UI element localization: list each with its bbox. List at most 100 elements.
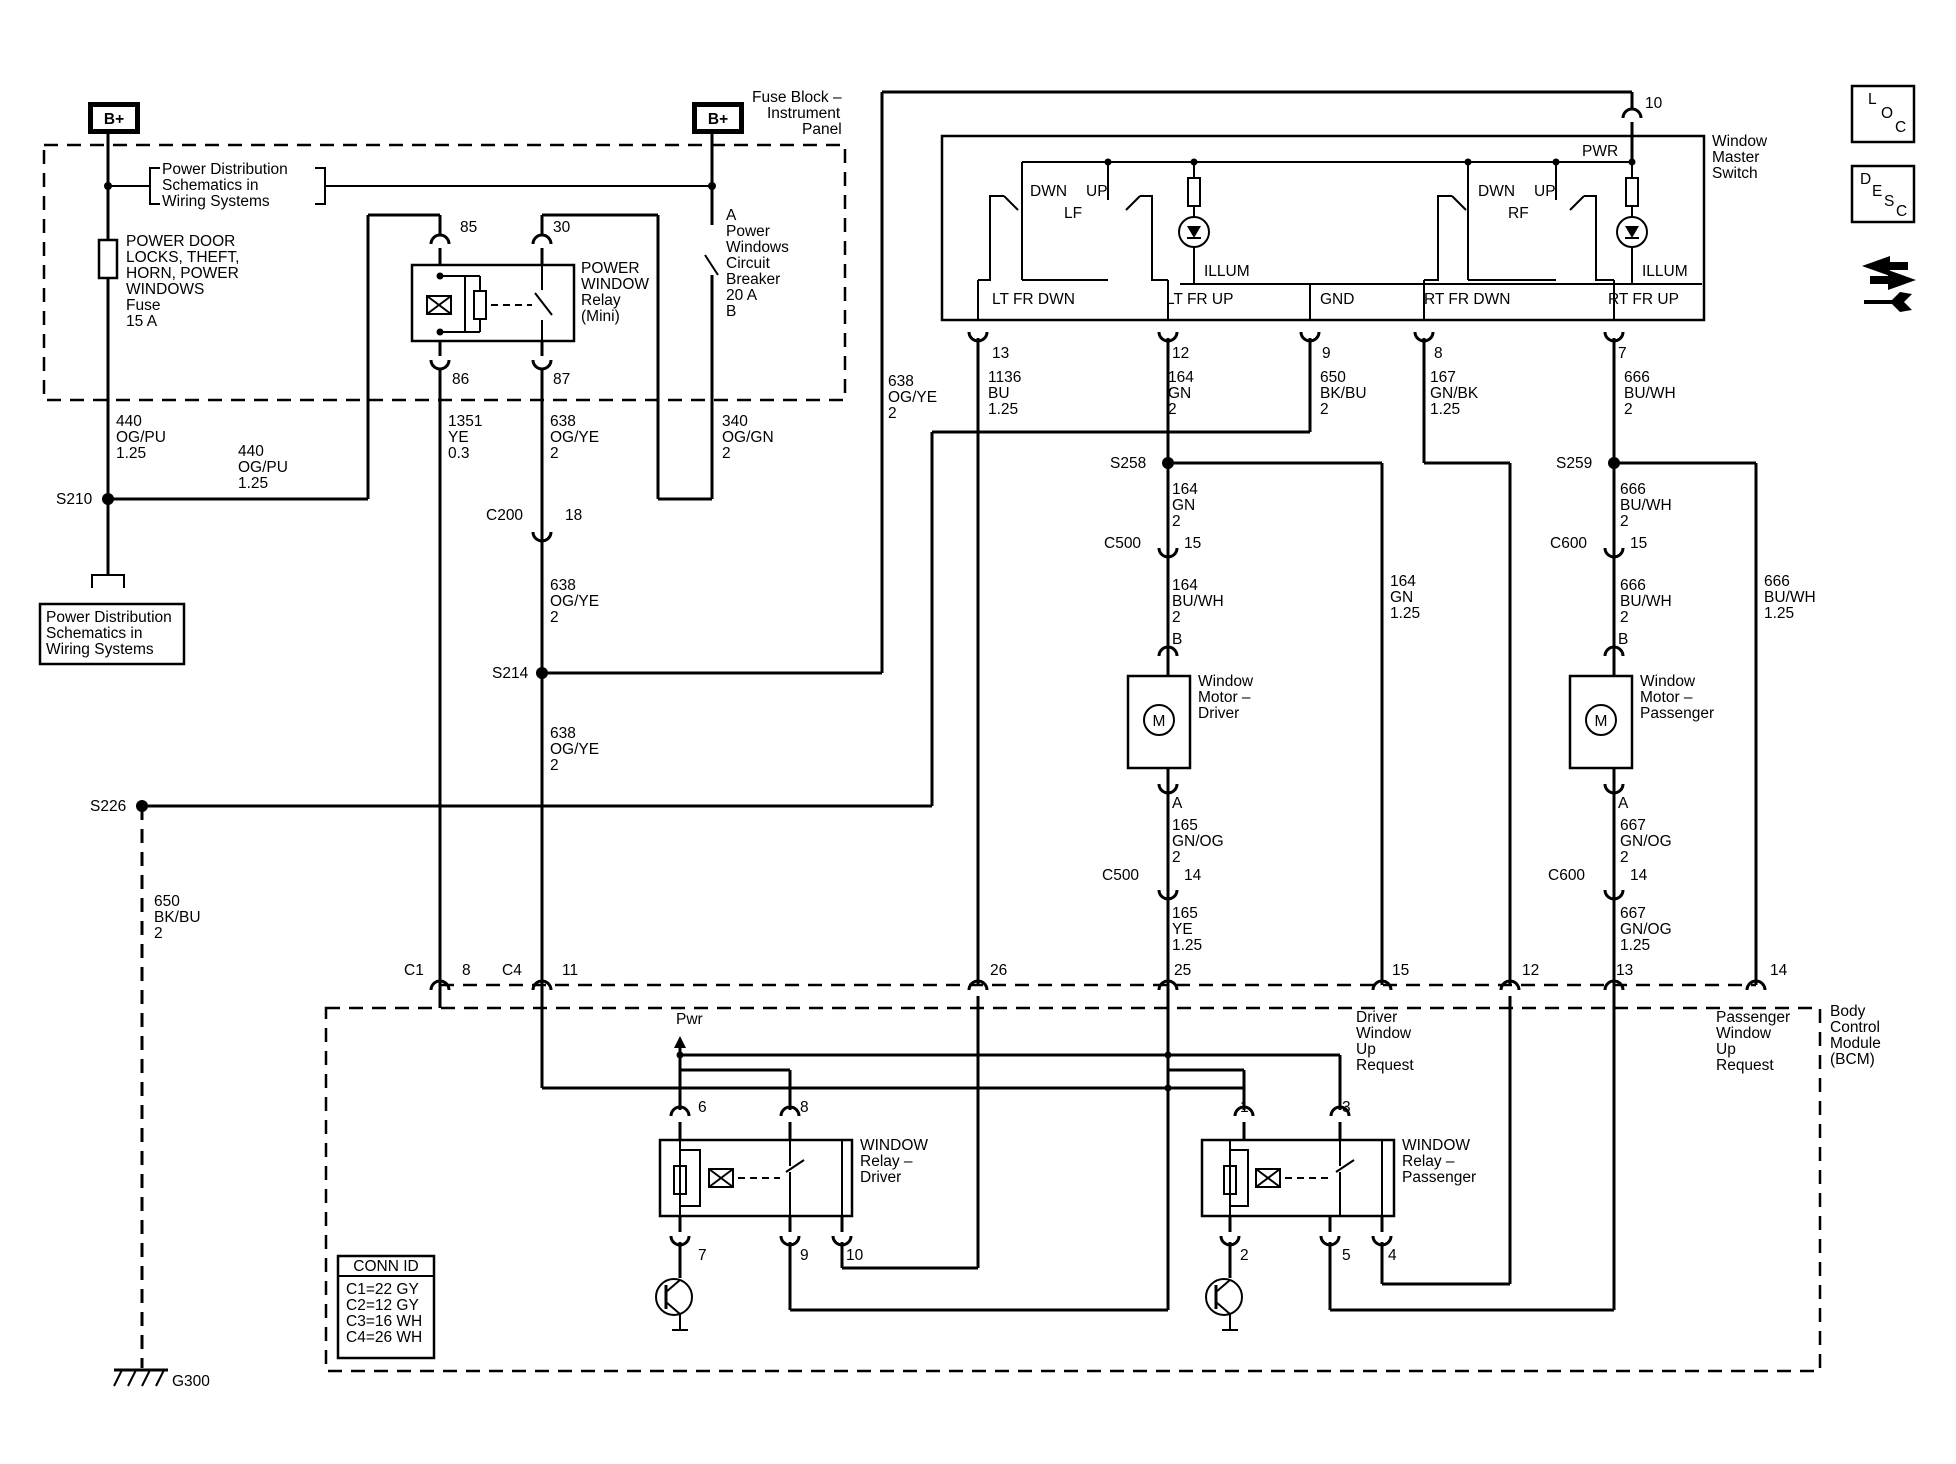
- w638b-2: OG/YE: [550, 593, 599, 610]
- w164b-2: GN: [1172, 497, 1195, 514]
- fuse-label-2: LOCKS, THEFT,: [126, 249, 239, 266]
- desc-c: C: [1896, 203, 1907, 220]
- w650b-2: BK/BU: [1320, 385, 1367, 402]
- c500a-label: C500: [1104, 535, 1141, 552]
- relay-pass-label-2: Relay –: [1402, 1153, 1455, 1170]
- desc-d: D: [1860, 171, 1871, 188]
- fuse-block-label-2: Instrument: [767, 105, 841, 122]
- fuse-label-5: Fuse: [126, 297, 160, 314]
- w638d-1: 638: [888, 373, 914, 390]
- c200-label: C200: [486, 507, 523, 524]
- w1351-2: YE: [448, 429, 469, 446]
- w164c-1: 164: [1172, 577, 1198, 594]
- splice-s214-label: S214: [492, 665, 529, 682]
- w667b-2: GN/OG: [1620, 921, 1672, 938]
- lf-label: LF: [1064, 205, 1082, 222]
- fuse-label-3: HORN, POWER: [126, 265, 239, 282]
- bcm-pin-13: 13: [1616, 962, 1633, 979]
- conn-id-row-1: C1=22 GY: [346, 1281, 419, 1298]
- w440a-3: 1.25: [116, 445, 146, 462]
- motor-pass-pin-b: B: [1618, 631, 1628, 648]
- window-motors: B M Window Motor – Driver A B M Window M…: [1102, 631, 1714, 954]
- w667a-1: 667: [1620, 817, 1646, 834]
- w667b-1: 667: [1620, 905, 1646, 922]
- pin-10: 10: [1645, 95, 1663, 112]
- w638a-2: OG/YE: [550, 429, 599, 446]
- relay-driver-pin-8: 8: [800, 1099, 809, 1116]
- bplus-label-2: B+: [708, 111, 728, 128]
- arrows-icon[interactable]: [1862, 256, 1916, 290]
- window-motor-driver: [1126, 674, 1192, 770]
- splice-s210-label: S210: [56, 491, 93, 508]
- bcm-boundary: [324, 1006, 1822, 1373]
- w165a-2: GN/OG: [1172, 833, 1224, 850]
- w650a-1: 650: [154, 893, 180, 910]
- conn-id-row-3: C3=16 WH: [346, 1313, 422, 1330]
- w666a-2: BU/WH: [1624, 385, 1676, 402]
- fuse-block-boundary: [42, 143, 847, 402]
- w667a-3: 2: [1620, 849, 1629, 866]
- w667b-3: 1.25: [1620, 937, 1650, 954]
- window-master-switch: Window Master Switch PWR DWN UP LF ILLUM: [940, 107, 1768, 322]
- c600b-label: C600: [1548, 867, 1585, 884]
- relay-coil: [426, 295, 452, 315]
- motor-driver-pin-b: B: [1172, 631, 1182, 648]
- w164a-1: 164: [1168, 369, 1194, 386]
- w167-3: 1.25: [1430, 401, 1460, 418]
- w165b-2: YE: [1172, 921, 1193, 938]
- bcm-pin-26: 26: [990, 962, 1007, 979]
- w164a-3: 2: [1168, 401, 1177, 418]
- pass-req-3: Up: [1716, 1041, 1736, 1058]
- relay-driver-pin-10: 10: [846, 1247, 864, 1264]
- w666d-3: 1.25: [1764, 605, 1794, 622]
- w165b-1: 165: [1172, 905, 1198, 922]
- w666b-1: 666: [1620, 481, 1646, 498]
- c4-pin: 11: [562, 962, 578, 979]
- lt-fr-dwn: LT FR DWN: [992, 291, 1075, 308]
- switch-output-wires: 13 12 9 8 7 1136 BU 1.25 164 GN 2 650 BK…: [967, 331, 1816, 1310]
- sw-pin-7: 7: [1618, 345, 1627, 362]
- power-dist-bottom-1: Power Distribution: [46, 609, 172, 626]
- bcm-pin-15: 15: [1392, 962, 1409, 979]
- pass-req-1: Passenger: [1716, 1009, 1790, 1026]
- c200-pin: 18: [565, 507, 582, 524]
- w638d-3: 2: [888, 405, 897, 422]
- w440a-2: OG/PU: [116, 429, 166, 446]
- fuse-block-label-1: Fuse Block –: [752, 89, 842, 106]
- rf-label: RF: [1508, 205, 1529, 222]
- w440b-1: 440: [238, 443, 264, 460]
- motor-pass-label-3: Passenger: [1640, 705, 1714, 722]
- w167-2: GN/BK: [1430, 385, 1479, 402]
- motor-pass-label-2: Motor –: [1640, 689, 1693, 706]
- sw-pin-9: 9: [1322, 345, 1331, 362]
- w650a-3: 2: [154, 925, 163, 942]
- w440b-2: OG/PU: [238, 459, 288, 476]
- master-switch-title-1: Window: [1712, 133, 1768, 150]
- gnd: GND: [1320, 291, 1354, 308]
- relay-driver-pin-6: 6: [698, 1099, 707, 1116]
- pw-relay-label-1: POWER: [581, 260, 640, 277]
- splice-s258-label: S258: [1110, 455, 1146, 472]
- relay-pin-30: 30: [553, 219, 571, 236]
- w638c-2: OG/YE: [550, 741, 599, 758]
- bcm-title-1: Body: [1830, 1003, 1866, 1020]
- relay-driver-label-1: WINDOW: [860, 1137, 928, 1154]
- wrench-icon[interactable]: [1864, 292, 1912, 312]
- loc-icon[interactable]: [1850, 84, 1916, 144]
- w164b-1: 164: [1172, 481, 1198, 498]
- side-icons[interactable]: L O C D E S C: [1850, 84, 1916, 312]
- master-pwr: PWR: [1582, 143, 1618, 160]
- transistor-passenger-icon: [1205, 1278, 1243, 1316]
- w1136-2: BU: [988, 385, 1010, 402]
- c1-pin: 8: [462, 962, 471, 979]
- w650b-3: 2: [1320, 401, 1329, 418]
- breaker-label-0: A: [726, 207, 737, 224]
- w164b-3: 2: [1172, 513, 1181, 530]
- c500b-label: C500: [1102, 867, 1139, 884]
- desc-icon[interactable]: [1850, 164, 1916, 224]
- fuse-label-4: WINDOWS: [126, 281, 204, 298]
- pw-relay-label-4: (Mini): [581, 308, 620, 325]
- w164d-3: 1.25: [1390, 605, 1420, 622]
- desc-e: E: [1872, 183, 1882, 200]
- w638c-3: 2: [550, 757, 559, 774]
